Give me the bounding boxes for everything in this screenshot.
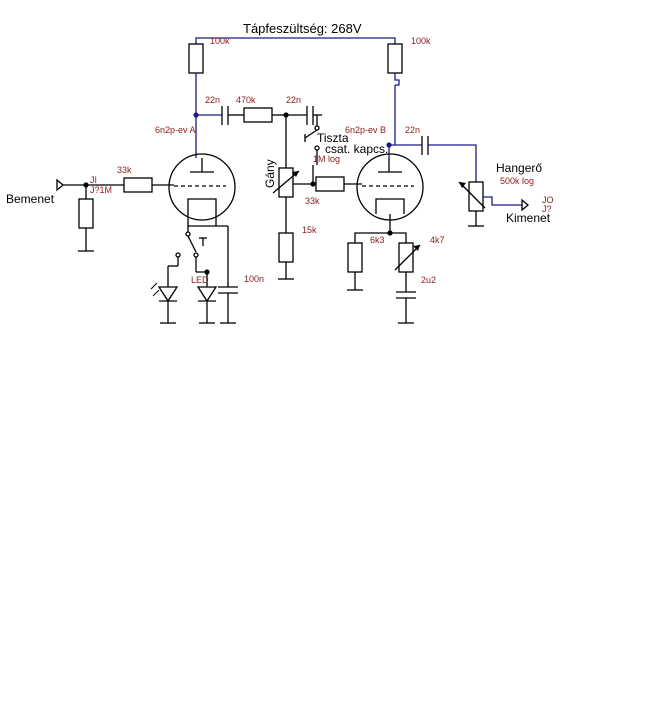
volume-potentiometer-value: 500k log: [500, 176, 534, 186]
coupling-capacitor-a-value: 22n: [205, 95, 220, 105]
coupling-capacitor-a: [221, 106, 244, 125]
gain-bottom-resistor-value: 15k: [302, 225, 317, 235]
clean-switch: [304, 115, 320, 165]
volume-label: Hangerő: [496, 161, 542, 175]
cathode-capacitor-a-value: 100n: [244, 274, 264, 284]
cathode-potentiometer-b-value: 4k7: [430, 235, 445, 245]
channel-switch-label: csat. kapcs.: [325, 142, 388, 156]
output-jack-designator: J?: [542, 204, 552, 214]
supply-rail: [195, 37, 396, 44]
output-capacitor: [421, 136, 477, 182]
gain-label: Gány: [263, 159, 277, 188]
tube-b-label: 6n2p-ev B: [345, 125, 386, 135]
plate-node-b: [386, 142, 422, 158]
input-resistor: [78, 198, 94, 252]
plate-resistor-a: [188, 43, 204, 115]
clean-switch-node: [310, 165, 316, 187]
tube-a-label: 6n2p-ev A: [155, 125, 196, 135]
cathode-resistor-b: [347, 242, 363, 291]
clean-capacitor-value: 22n: [286, 95, 301, 105]
gain-potentiometer-value: 1M log: [313, 154, 340, 164]
gain-node: [283, 112, 307, 168]
input-jack: [56, 178, 86, 192]
series-resistor-value: 470k: [236, 95, 256, 105]
cathode-network-b: [354, 214, 407, 243]
input-resistor-value: J?1M: [90, 185, 112, 195]
clean-switch-label: Tiszta: [317, 131, 349, 145]
clean-capacitor: [306, 106, 322, 125]
grid-resistor-a-value: 33k: [117, 165, 132, 175]
gain-bottom-resistor: [278, 232, 294, 280]
plate-resistor-b-value: 100k: [411, 36, 431, 46]
supply-voltage-title: Tápfeszültség: 268V: [243, 21, 362, 36]
gain-potentiometer: [272, 167, 313, 233]
series-resistor: [243, 107, 286, 123]
input-node: [83, 182, 124, 199]
output-label: Kimenet: [506, 211, 551, 225]
plate-resistor-a-value: 100k: [210, 36, 230, 46]
output-jack-ref: JO: [542, 195, 554, 205]
cathode-capacitor-a: [218, 286, 238, 324]
input-label: Bemenet: [6, 192, 55, 206]
cathode-network-a: [187, 214, 229, 287]
tube-b: [356, 153, 424, 221]
led-label: LED: [191, 275, 209, 285]
tube-a: [168, 153, 236, 221]
cathode-potentiometer-b: [394, 242, 421, 292]
grid-resistor-b-value: 33k: [305, 196, 320, 206]
plate-node-a: [193, 112, 222, 158]
input-jack-ref: JI: [90, 175, 97, 185]
cathode-resistor-b-value: 6k3: [370, 235, 385, 245]
output-capacitor-value: 22n: [405, 125, 420, 135]
output-jack: [521, 198, 530, 212]
grid-resistor-a: [123, 177, 174, 193]
cathode-capacitor-b: [396, 291, 416, 324]
grid-resistor-b: [315, 176, 362, 192]
volume-potentiometer: [458, 181, 522, 227]
led-switch: [167, 231, 210, 287]
led-indicator: [196, 272, 218, 324]
cathode-capacitor-b-value: 2u2: [421, 275, 436, 285]
plate-resistor-b: [387, 43, 403, 145]
led-green: [150, 282, 179, 324]
